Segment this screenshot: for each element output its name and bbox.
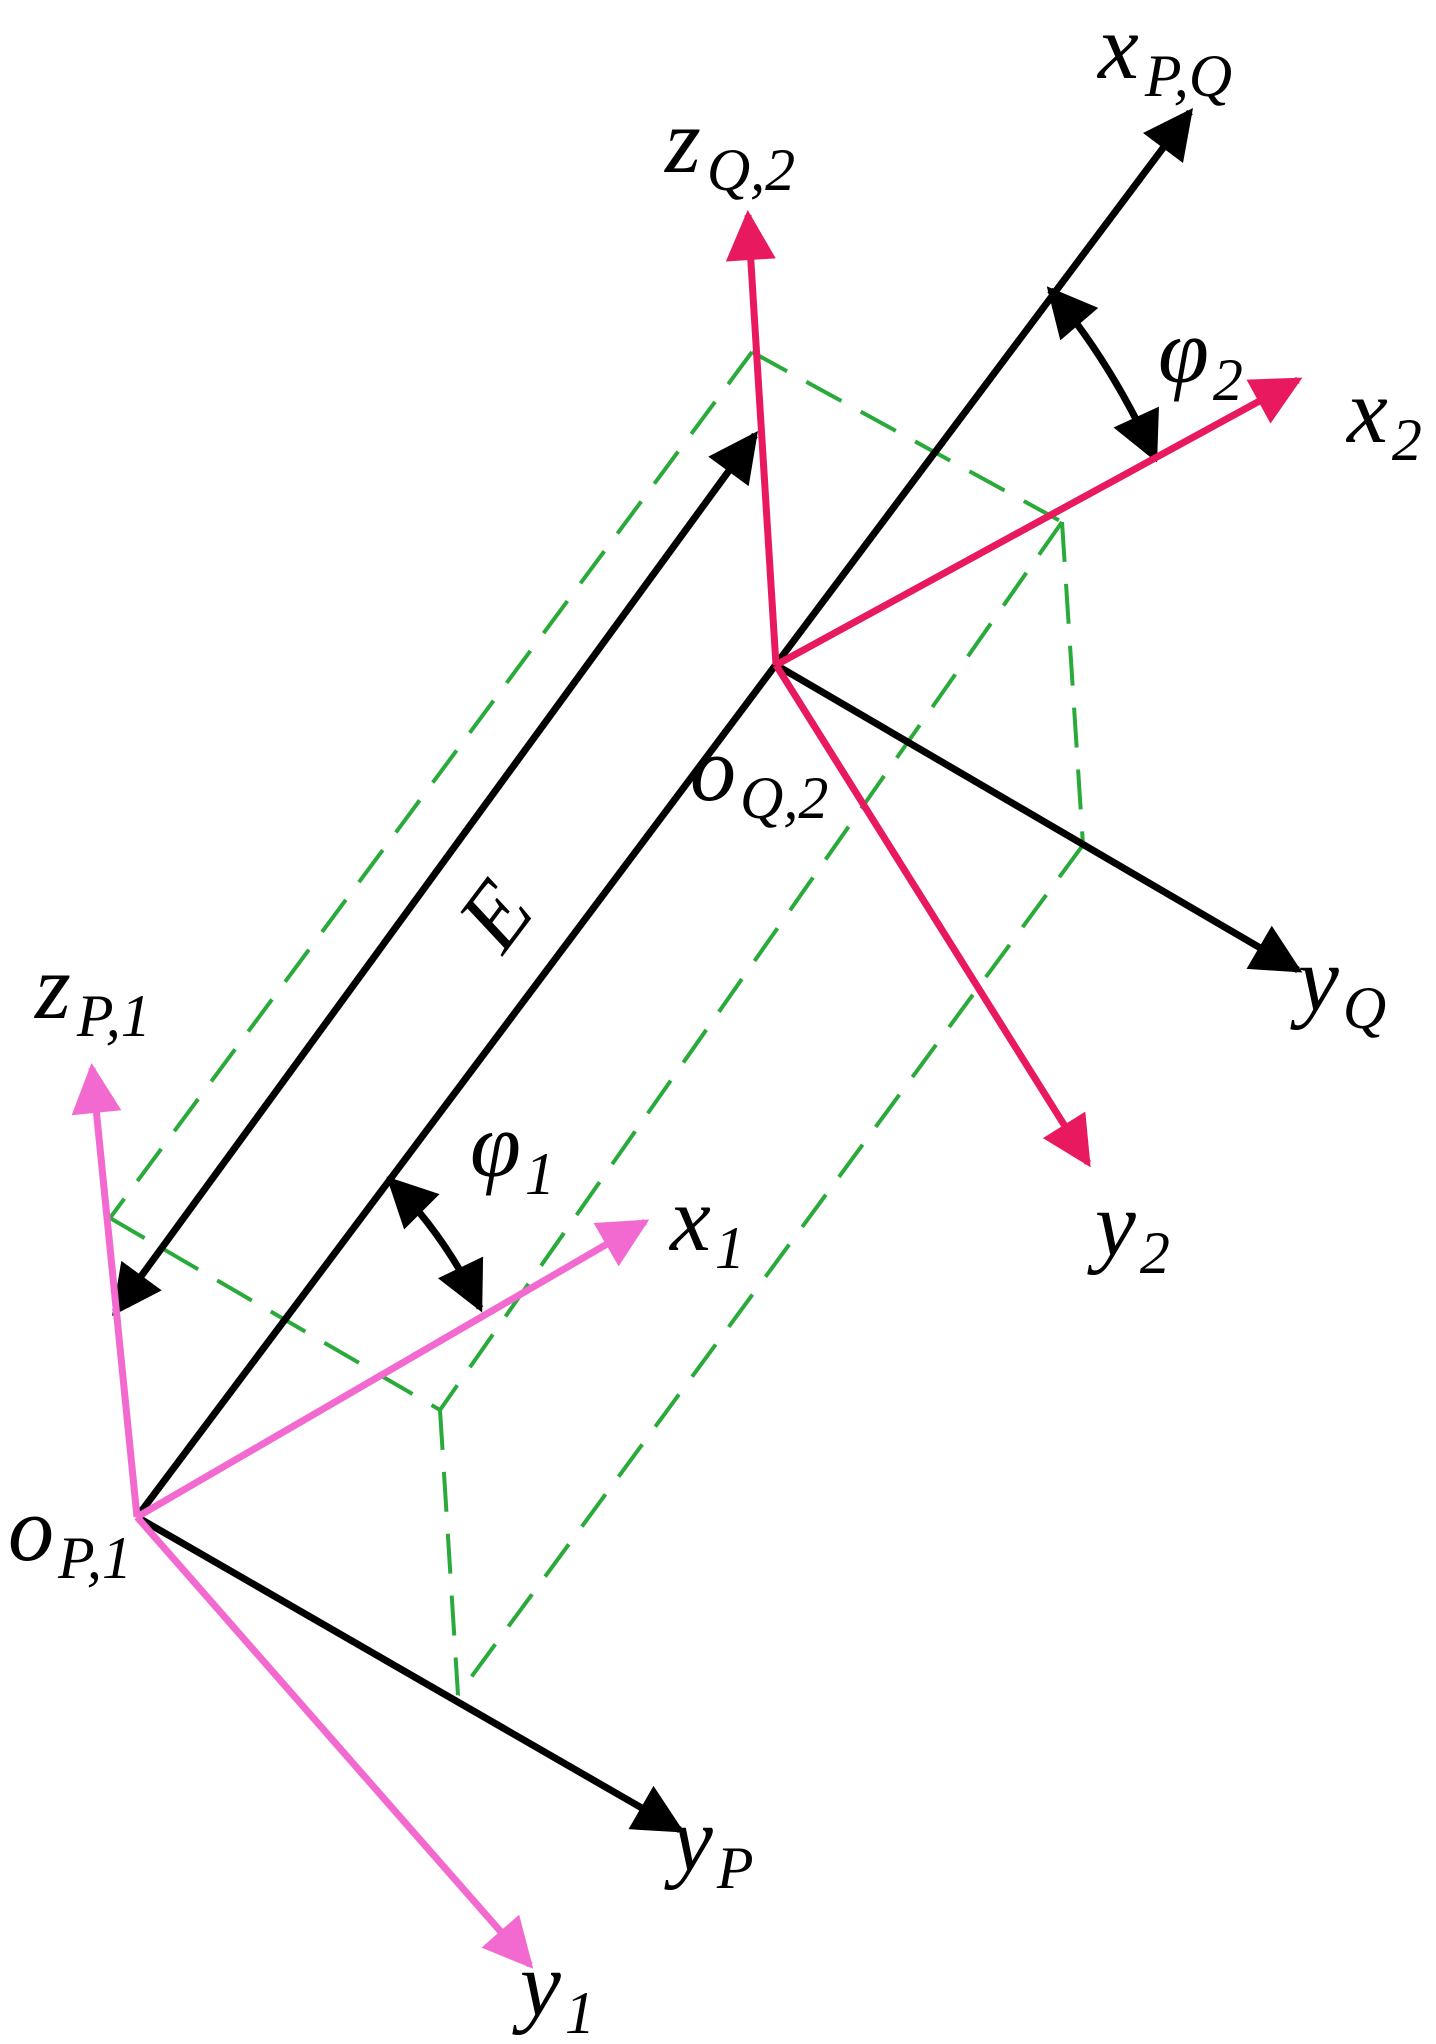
y-Q-axis [774, 661, 1303, 974]
y-2-axis [773, 663, 1091, 1168]
dashed-edge-top-back [751, 350, 1063, 524]
label-y-1: y1 [512, 1933, 595, 2044]
z-Q2-axis [725, 210, 780, 666]
label-E: E [436, 862, 552, 970]
frame-pink [71, 1063, 650, 1969]
x-1-axis [135, 1218, 650, 1521]
dashed-edge-bottom-diagonal [456, 843, 1085, 1697]
label-y-Q: yQ [1290, 928, 1386, 1041]
label-o-P1: oP,1 [8, 1478, 132, 1591]
dashed-edge-left-top [108, 350, 754, 1220]
dashed-edge-right-vertical [1060, 521, 1085, 846]
y-1-axis [134, 1514, 534, 1969]
frame-magenta [725, 210, 1303, 1168]
dashed-construction-box [108, 350, 1085, 1697]
label-phi-1: φ1 [470, 1094, 555, 1207]
dashed-edge-front-vertical [438, 1409, 460, 1696]
E-distance-arrow [112, 430, 758, 1317]
label-y-P: yP [664, 1788, 754, 1901]
phi-1-angle-arc [386, 1176, 484, 1313]
label-y-2: y2 [1087, 1173, 1170, 1286]
phi-2-angle-arc [1046, 286, 1159, 463]
frame-black [112, 107, 1303, 1834]
label-x-1: x1 [668, 1168, 745, 1281]
label-x-2: x2 [1345, 360, 1422, 473]
y-P-axis [135, 1513, 685, 1834]
x-2-axis [774, 376, 1303, 669]
label-phi-2: φ2 [1158, 300, 1243, 413]
label-o-Q2: oQ,2 [690, 718, 828, 831]
z-P1-axis [71, 1063, 141, 1518]
